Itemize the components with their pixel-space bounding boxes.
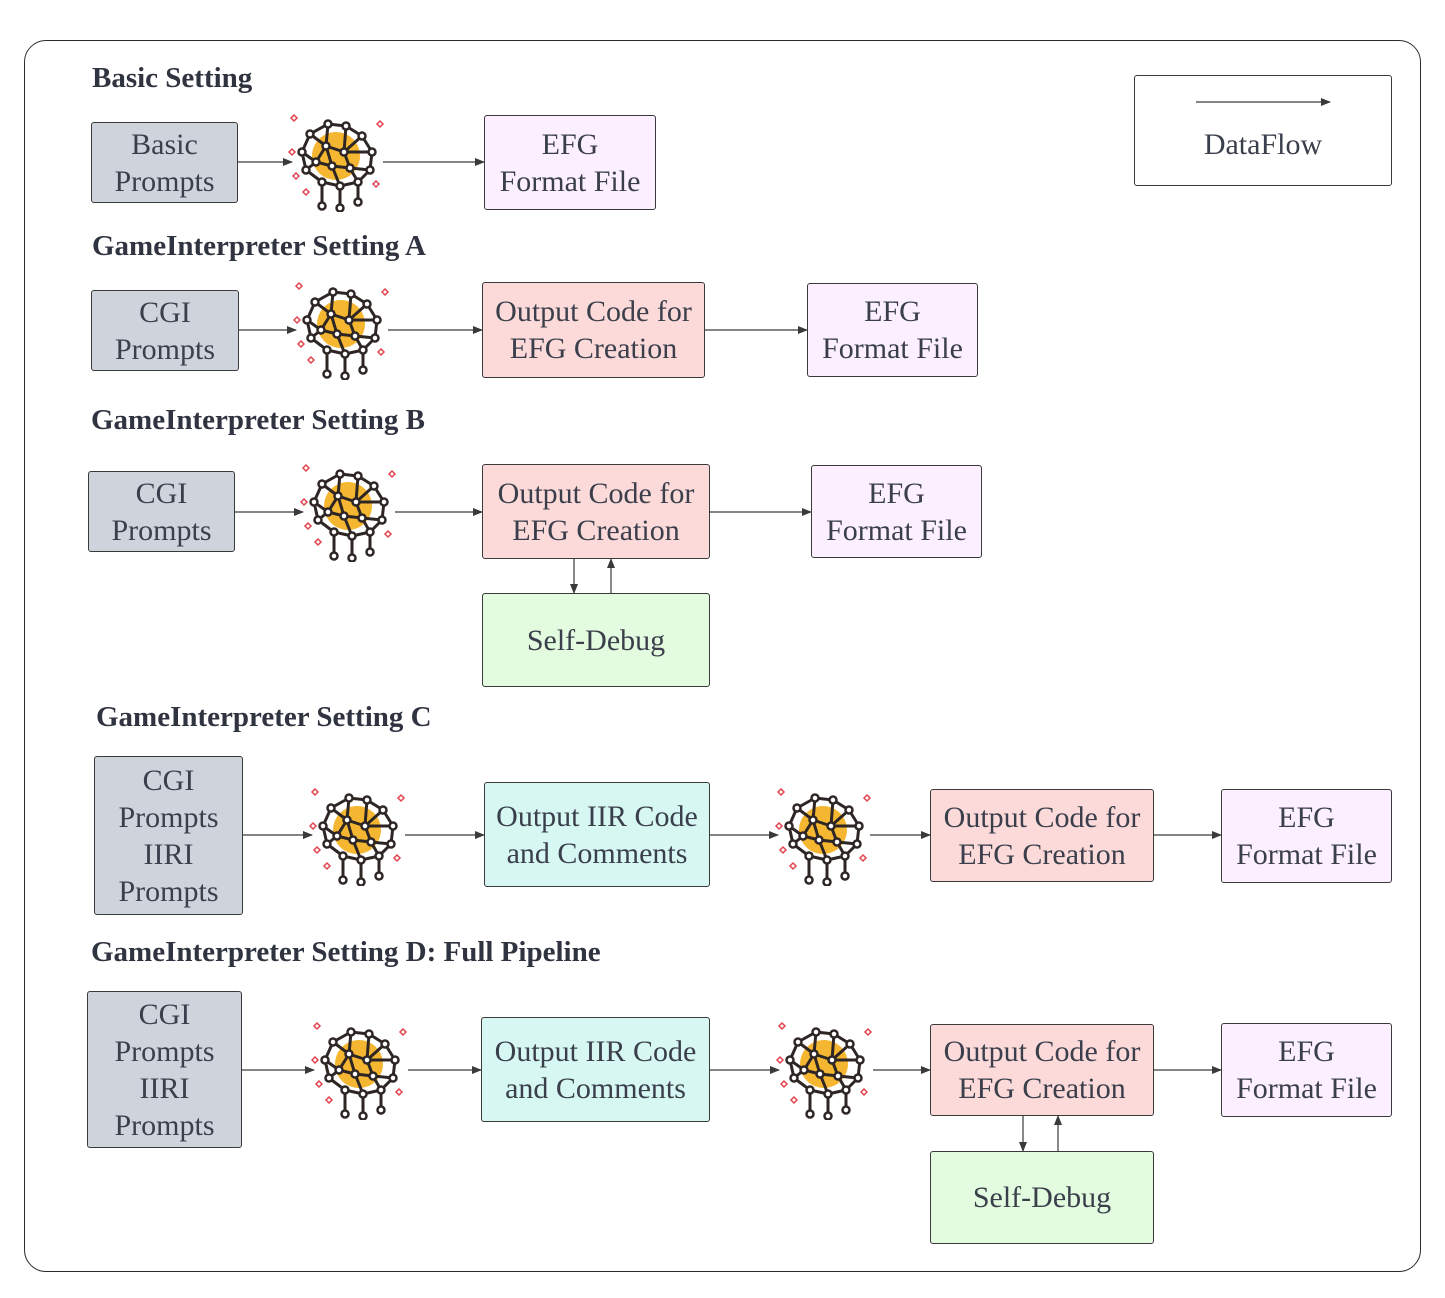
d-output-iir-label: Output IIR Code and Comments (494, 1034, 697, 1105)
legend-label: DataFlow (1203, 128, 1323, 161)
c-output-iir-box: Output IIR Code and Comments (484, 782, 710, 887)
d-prompts-label: CGI Prompts IIRI Prompts (114, 997, 215, 1142)
basic-efg-file-label: EFG Format File (499, 127, 641, 198)
d-prompts-box: CGI Prompts IIRI Prompts (87, 991, 242, 1148)
neural-network-brain-icon-c-2 (775, 787, 872, 886)
c-output-iir-label: Output IIR Code and Comments (496, 799, 698, 870)
d-self-debug-label: Self-Debug (972, 1181, 1112, 1214)
legend: DataFlow (1134, 75, 1392, 186)
d-efg-file-label: EFG Format File (1236, 1035, 1377, 1105)
neural-network-brain-icon-b (300, 463, 397, 562)
c-output-code-box: Output Code for EFG Creation (930, 789, 1154, 882)
d-output-iir-box: Output IIR Code and Comments (481, 1017, 710, 1122)
a-output-code-label: Output Code for EFG Creation (495, 295, 692, 365)
basic-prompts-box: Basic Prompts (91, 122, 238, 203)
b-self-debug-label: Self-Debug (526, 623, 666, 657)
d-efg-file-box: EFG Format File (1221, 1023, 1392, 1117)
c-efg-file-box: EFG Format File (1221, 789, 1392, 883)
b-efg-file-label: EFG Format File (826, 476, 967, 547)
basic-prompts-label: Basic Prompts (114, 127, 215, 198)
a-cgi-prompts-label: CGI Prompts (114, 295, 216, 366)
neural-network-brain-icon-d-1 (311, 1021, 408, 1120)
c-efg-file-label: EFG Format File (1236, 801, 1377, 871)
neural-network-brain-icon-a (293, 281, 390, 380)
section-title-setting-c: GameInterpreter Setting C (96, 701, 432, 733)
a-cgi-prompts-box: CGI Prompts (91, 290, 239, 371)
a-output-code-box: Output Code for EFG Creation (482, 282, 705, 378)
b-cgi-prompts-label: CGI Prompts (111, 476, 212, 547)
c-prompts-label: CGI Prompts IIRI Prompts (118, 763, 219, 908)
c-prompts-box: CGI Prompts IIRI Prompts (94, 756, 243, 915)
d-self-debug-box: Self-Debug (930, 1151, 1154, 1244)
section-title-basic: Basic Setting (92, 62, 253, 94)
a-efg-file-box: EFG Format File (807, 283, 978, 377)
neural-network-brain-icon-c-1 (309, 787, 406, 886)
b-output-code-box: Output Code for EFG Creation (482, 464, 710, 559)
neural-network-brain-icon-d-2 (776, 1021, 873, 1120)
a-efg-file-label: EFG Format File (822, 295, 963, 365)
b-cgi-prompts-box: CGI Prompts (88, 471, 235, 552)
d-output-code-label: Output Code for EFG Creation (943, 1035, 1141, 1105)
d-output-code-box: Output Code for EFG Creation (930, 1024, 1154, 1116)
b-output-code-label: Output Code for EFG Creation (497, 476, 695, 547)
section-title-setting-d: GameInterpreter Setting D: Full Pipeline (91, 936, 601, 968)
b-self-debug-box: Self-Debug (482, 593, 710, 687)
c-output-code-label: Output Code for EFG Creation (943, 800, 1141, 871)
section-title-setting-a: GameInterpreter Setting A (92, 230, 426, 262)
basic-efg-file-box: EFG Format File (484, 115, 656, 210)
b-efg-file-box: EFG Format File (811, 465, 982, 558)
section-title-setting-b: GameInterpreter Setting B (91, 404, 425, 436)
neural-network-brain-icon-basic (288, 113, 385, 212)
diagram-frame (24, 40, 1421, 1272)
